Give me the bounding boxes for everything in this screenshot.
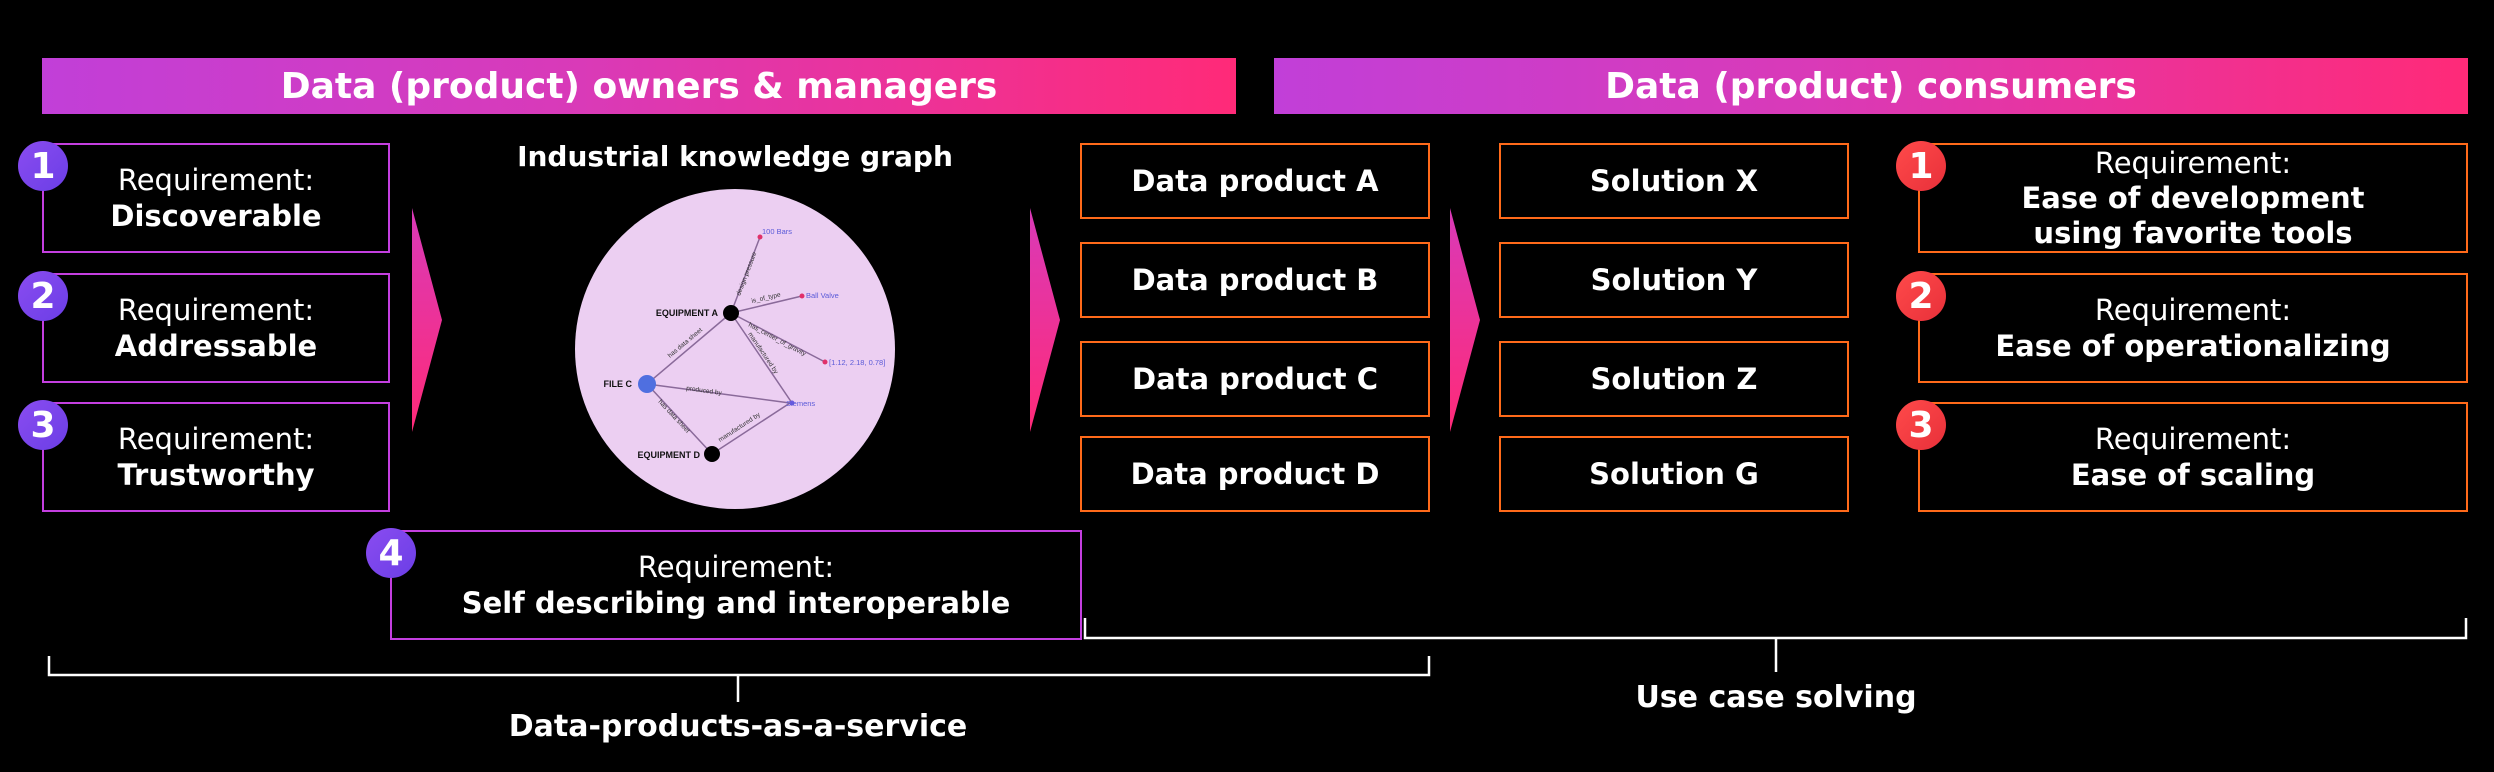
equipment-a-node	[723, 305, 739, 321]
edge-line	[730, 236, 761, 314]
consumers-banner: Data (product) consumers	[1274, 58, 2468, 114]
data-product-c: Data product C	[1080, 341, 1430, 417]
requirement-box-self-describing: Requirement: Self describing and interop…	[390, 530, 1082, 640]
coords-label: [1.12, 2.18, 0.78]	[829, 358, 885, 367]
bars-label: 100 Bars	[762, 227, 792, 236]
number-badge-4: 4	[366, 528, 416, 578]
requirement-box-ease-of-operationalizing: Requirement: Ease of operationalizing	[1918, 273, 2468, 383]
requirement-label: Requirement:	[2094, 293, 2292, 327]
requirement-label: Requirement:	[2094, 422, 2292, 456]
equipment-d-node	[704, 446, 720, 462]
requirement-box-addressable: Requirement: Addressable	[42, 273, 390, 383]
owners-banner: Data (product) owners & managers	[42, 58, 1236, 114]
file-c-label: FILE C	[604, 379, 633, 389]
edge-line	[646, 383, 713, 455]
solution-y: Solution Y	[1499, 242, 1849, 318]
right-bracket	[1083, 618, 2468, 640]
requirement-label: Requirement:	[2094, 145, 2292, 180]
data-product-d: Data product D	[1080, 436, 1430, 512]
requirement-label: Requirement:	[637, 550, 835, 584]
node-dot	[789, 400, 795, 406]
number-badge-3: 3	[1896, 400, 1946, 450]
edge-line	[711, 402, 791, 455]
requirement-value: Ease of scaling	[2070, 458, 2316, 492]
requirement-box-trustworthy: Requirement: Trustworthy	[42, 402, 390, 512]
ball-valve-label: Ball Valve	[806, 291, 839, 300]
knowledge-graph: EQUIPMENT A FILE C EQUIPMENT D 100 Bars …	[575, 189, 895, 509]
number-badge-1: 1	[1896, 141, 1946, 191]
edge-line	[730, 295, 803, 314]
requirement-box-ease-of-development: Requirement: Ease of development using f…	[1918, 143, 2468, 253]
solution-x: Solution X	[1499, 143, 1849, 219]
requirement-value: Ease of operationalizing	[1995, 329, 2391, 363]
edge-line	[730, 312, 793, 404]
requirement-label: Requirement:	[117, 163, 315, 197]
number-badge-2: 2	[1896, 271, 1946, 321]
requirement-value: Discoverable	[110, 199, 322, 233]
solution-z: Solution Z	[1499, 341, 1849, 417]
right-bracket-label: Use case solving	[1635, 680, 1917, 715]
data-product-a: Data product A	[1080, 143, 1430, 219]
file-c-node	[638, 375, 656, 393]
number-badge-2: 2	[18, 271, 68, 321]
edge-line	[646, 312, 732, 385]
left-bracket	[47, 656, 1431, 677]
requirement-value: Trustworthy	[117, 458, 315, 492]
edge-line	[730, 312, 826, 363]
edge-line	[646, 383, 791, 404]
equipment-d-label: EQUIPMENT D	[637, 450, 700, 460]
left-bracket-label: Data-products-as-a-service	[508, 709, 968, 744]
number-badge-1: 1	[18, 141, 68, 191]
number-badge-3: 3	[18, 400, 68, 450]
node-dot	[799, 293, 805, 299]
node-dot	[822, 359, 828, 365]
equipment-a-label: EQUIPMENT A	[656, 308, 719, 318]
flow-arrow-3	[1450, 208, 1480, 432]
node-dot	[757, 234, 763, 240]
solution-g: Solution G	[1499, 436, 1849, 512]
flow-arrow-1	[412, 208, 442, 432]
requirement-box-discoverable: Requirement: Discoverable	[42, 143, 390, 253]
graph-title: Industrial knowledge graph	[517, 140, 953, 173]
requirement-label: Requirement:	[117, 293, 315, 327]
requirement-value: Addressable	[114, 329, 318, 363]
flow-arrow-2	[1030, 208, 1060, 432]
requirement-box-ease-of-scaling: Requirement: Ease of scaling	[1918, 402, 2468, 512]
requirement-value: Self describing and interoperable	[461, 586, 1011, 620]
requirement-value: Ease of development using favorite tools	[2021, 180, 2365, 250]
requirement-label: Requirement:	[117, 422, 315, 456]
siemens-label: Siemens	[786, 399, 815, 408]
data-product-b: Data product B	[1080, 242, 1430, 318]
